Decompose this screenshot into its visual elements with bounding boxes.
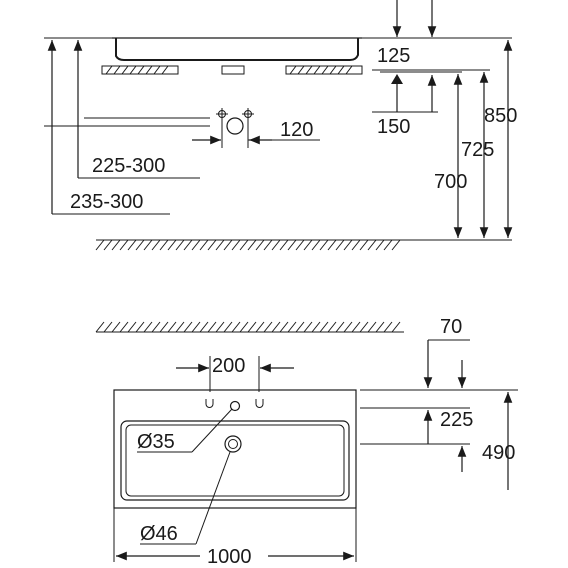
waste-outer-circle	[224, 435, 242, 453]
drain-stub	[221, 65, 245, 75]
dim-850-label: 850	[484, 105, 517, 127]
wall-hatch	[95, 321, 401, 333]
top-view: 200 70 225 490 Ø35 Ø46 1000	[95, 316, 518, 568]
dim-235-300-label: 235-300	[70, 191, 143, 213]
dim-490-label: 490	[482, 442, 515, 464]
basin-outline	[113, 389, 357, 509]
dim-120-label: 120	[280, 119, 313, 141]
dim-d46-leader	[195, 451, 231, 545]
dim-1000-label: 1000	[207, 546, 252, 568]
dim-d46-label: Ø46	[140, 523, 178, 545]
bracket-right-hatch	[289, 65, 353, 75]
dim-150-arrowhead	[391, 74, 403, 84]
bracket-right	[285, 65, 363, 75]
dim-225-300-label: 225-300	[92, 155, 165, 177]
dim-200-label: 200	[212, 355, 245, 377]
dim-725-label: 725	[461, 139, 494, 161]
basin-bowl-outer	[120, 420, 350, 501]
waste-pipe-circle	[226, 117, 244, 135]
dim-700-label: 700	[434, 171, 467, 193]
basin-profile	[115, 38, 359, 61]
tap-hole-center	[229, 400, 241, 412]
dim-d35-label: Ø35	[137, 431, 175, 453]
dim-150-label: 150	[377, 116, 410, 138]
floor-hatch	[95, 239, 401, 251]
tap-hole-right	[255, 403, 264, 408]
bracket-left	[101, 65, 179, 75]
bracket-left-hatch	[105, 65, 169, 75]
dim-70-label: 70	[440, 316, 462, 338]
dim-d35-leader	[191, 408, 233, 453]
tap-hole-left	[205, 403, 214, 408]
waste-inner-circle	[228, 439, 238, 449]
basin-bowl-inner	[125, 424, 345, 497]
side-view: 125 150 850 725 700	[44, 0, 517, 251]
dim-225-label: 225	[440, 409, 473, 431]
dim-125-label: 125	[377, 45, 410, 67]
